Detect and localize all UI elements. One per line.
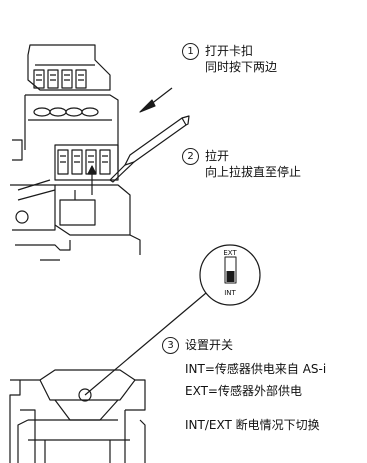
step-3-title: 设置开关 <box>185 338 234 352</box>
step-2-number: 2 <box>182 148 199 165</box>
switch-int-label: INT <box>224 289 236 297</box>
step-3-note: INT/EXT 断电情况下切换 <box>185 418 320 432</box>
pull-arrow <box>87 165 97 195</box>
switch-callout <box>84 244 261 396</box>
step-2-title: 拉开 <box>205 149 230 163</box>
base-module-illustration <box>9 369 146 463</box>
step-3-int-line: INT=传感器供电来自 AS-i <box>185 362 327 376</box>
press-arrow <box>139 87 173 113</box>
screwdriver-illustration <box>109 115 190 183</box>
switch-ext-label: EXT <box>223 249 237 257</box>
step-3-ext-line: EXT=传感器外部供电 <box>185 384 302 398</box>
step-3-number: 3 <box>162 337 179 354</box>
step-1-title: 打开卡扣 <box>205 44 254 58</box>
screw-heads <box>33 107 99 117</box>
step-1-number: 1 <box>182 43 199 60</box>
terminal-module-illustration <box>10 44 141 261</box>
lower-terminal-slots <box>57 149 111 175</box>
step-2-detail: 向上拉拔直至停止 <box>205 165 302 179</box>
step-1-detail: 同时按下两边 <box>205 60 278 74</box>
top-terminal-slots <box>33 69 87 89</box>
